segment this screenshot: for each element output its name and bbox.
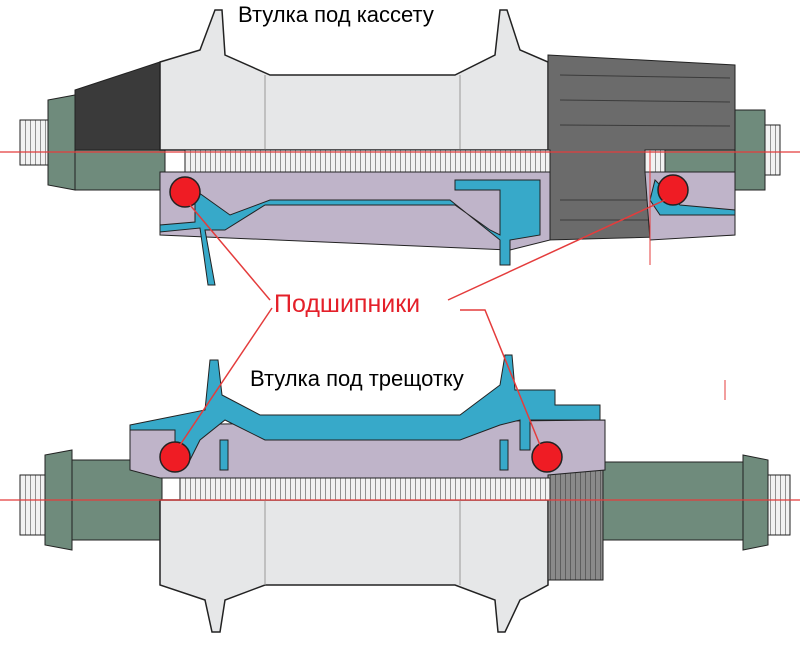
- left-end-thread-bottom: [19, 474, 46, 536]
- freewheel-thread: [547, 469, 604, 581]
- leader-top-left: [189, 204, 271, 301]
- left-axle-sleeve: [74, 149, 166, 191]
- bearing-bottom-right: [531, 441, 563, 473]
- leader-bottom-right: [460, 309, 541, 446]
- bearings-caption: Подшипники: [274, 290, 421, 318]
- bearing-top-left: [169, 176, 201, 208]
- leader-top-right: [447, 199, 666, 301]
- cassette-hub-drawing: [0, 9, 800, 286]
- left-cone: [74, 61, 161, 151]
- leader-bottom-left: [179, 307, 273, 446]
- right-locknut-bottom: [742, 454, 769, 551]
- hub-body-cutaway-bottom: [129, 419, 606, 479]
- right-locknut: [734, 109, 766, 191]
- bearing-leader-lines: [179, 199, 666, 446]
- hub-shell-bottom: [159, 499, 549, 633]
- left-locknut: [47, 94, 76, 191]
- freewheel-hub-caption: Втулка под трещотку: [250, 366, 464, 391]
- right-end-thread-bottom: [767, 474, 791, 536]
- right-axle-sleeve-bottom: [602, 461, 744, 541]
- bearing-top-right: [657, 174, 689, 206]
- axle-thread-bottom: [179, 477, 551, 501]
- bearing-bottom-left: [159, 441, 191, 473]
- hub-shell-top: [159, 9, 549, 151]
- left-end-thread: [19, 119, 51, 166]
- right-end-thread: [764, 124, 781, 176]
- cassette-hub-caption: Втулка под кассету: [238, 2, 434, 27]
- hub-cross-section-top: [159, 179, 541, 286]
- axle-thread-top: [184, 149, 551, 173]
- freewheel-hub-drawing: [0, 354, 800, 633]
